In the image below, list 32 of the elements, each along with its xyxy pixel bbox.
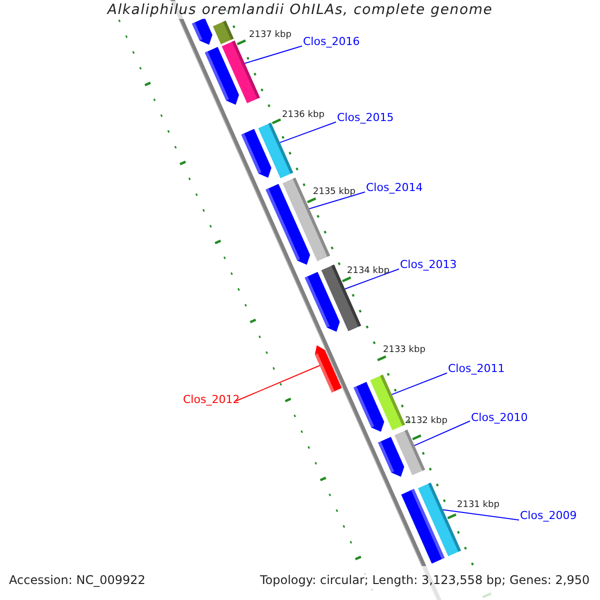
scale-label: 2137 kbp [249, 30, 292, 40]
leader-line [236, 365, 320, 402]
genome-stats-text: Topology: circular; Length: 3,123,558 bp; Genes: 2,950 [260, 574, 590, 588]
leader-line [344, 268, 400, 290]
scale-label: 2134 kbp [347, 266, 390, 276]
scale-label: 2132 kbp [405, 416, 448, 426]
leader-line [391, 372, 448, 396]
gene-label: Clos_2009 [520, 510, 577, 523]
gene-label: Clos_2011 [448, 363, 505, 376]
cds-block [192, 18, 212, 45]
gene-label: Clos_2012 [183, 394, 240, 407]
gene-block [394, 430, 426, 476]
gene-label: Clos_2015 [337, 112, 394, 125]
gene-label: Clos_2014 [366, 182, 423, 195]
cds-block [314, 345, 342, 392]
gene-label: Clos_2010 [471, 412, 528, 425]
scale-label: 2136 kbp [282, 110, 324, 120]
leader-line [442, 509, 520, 520]
leader-line [279, 122, 336, 144]
leader-line [414, 420, 470, 446]
gene-block [258, 122, 294, 178]
gene-label: Clos_2013 [400, 259, 457, 272]
scale-label: 2131 kbp [457, 500, 500, 510]
gene-label: Clos_2016 [303, 36, 360, 49]
gene-block [222, 40, 260, 104]
gene-block [212, 20, 234, 44]
scale-label: 2133 kbp [383, 345, 426, 356]
leader-line [244, 46, 302, 64]
accession-text: Accession: NC_009922 [9, 574, 146, 588]
scale-label: 2135 kbp [313, 187, 356, 198]
gene-block [370, 374, 406, 430]
leader-line [308, 192, 366, 210]
